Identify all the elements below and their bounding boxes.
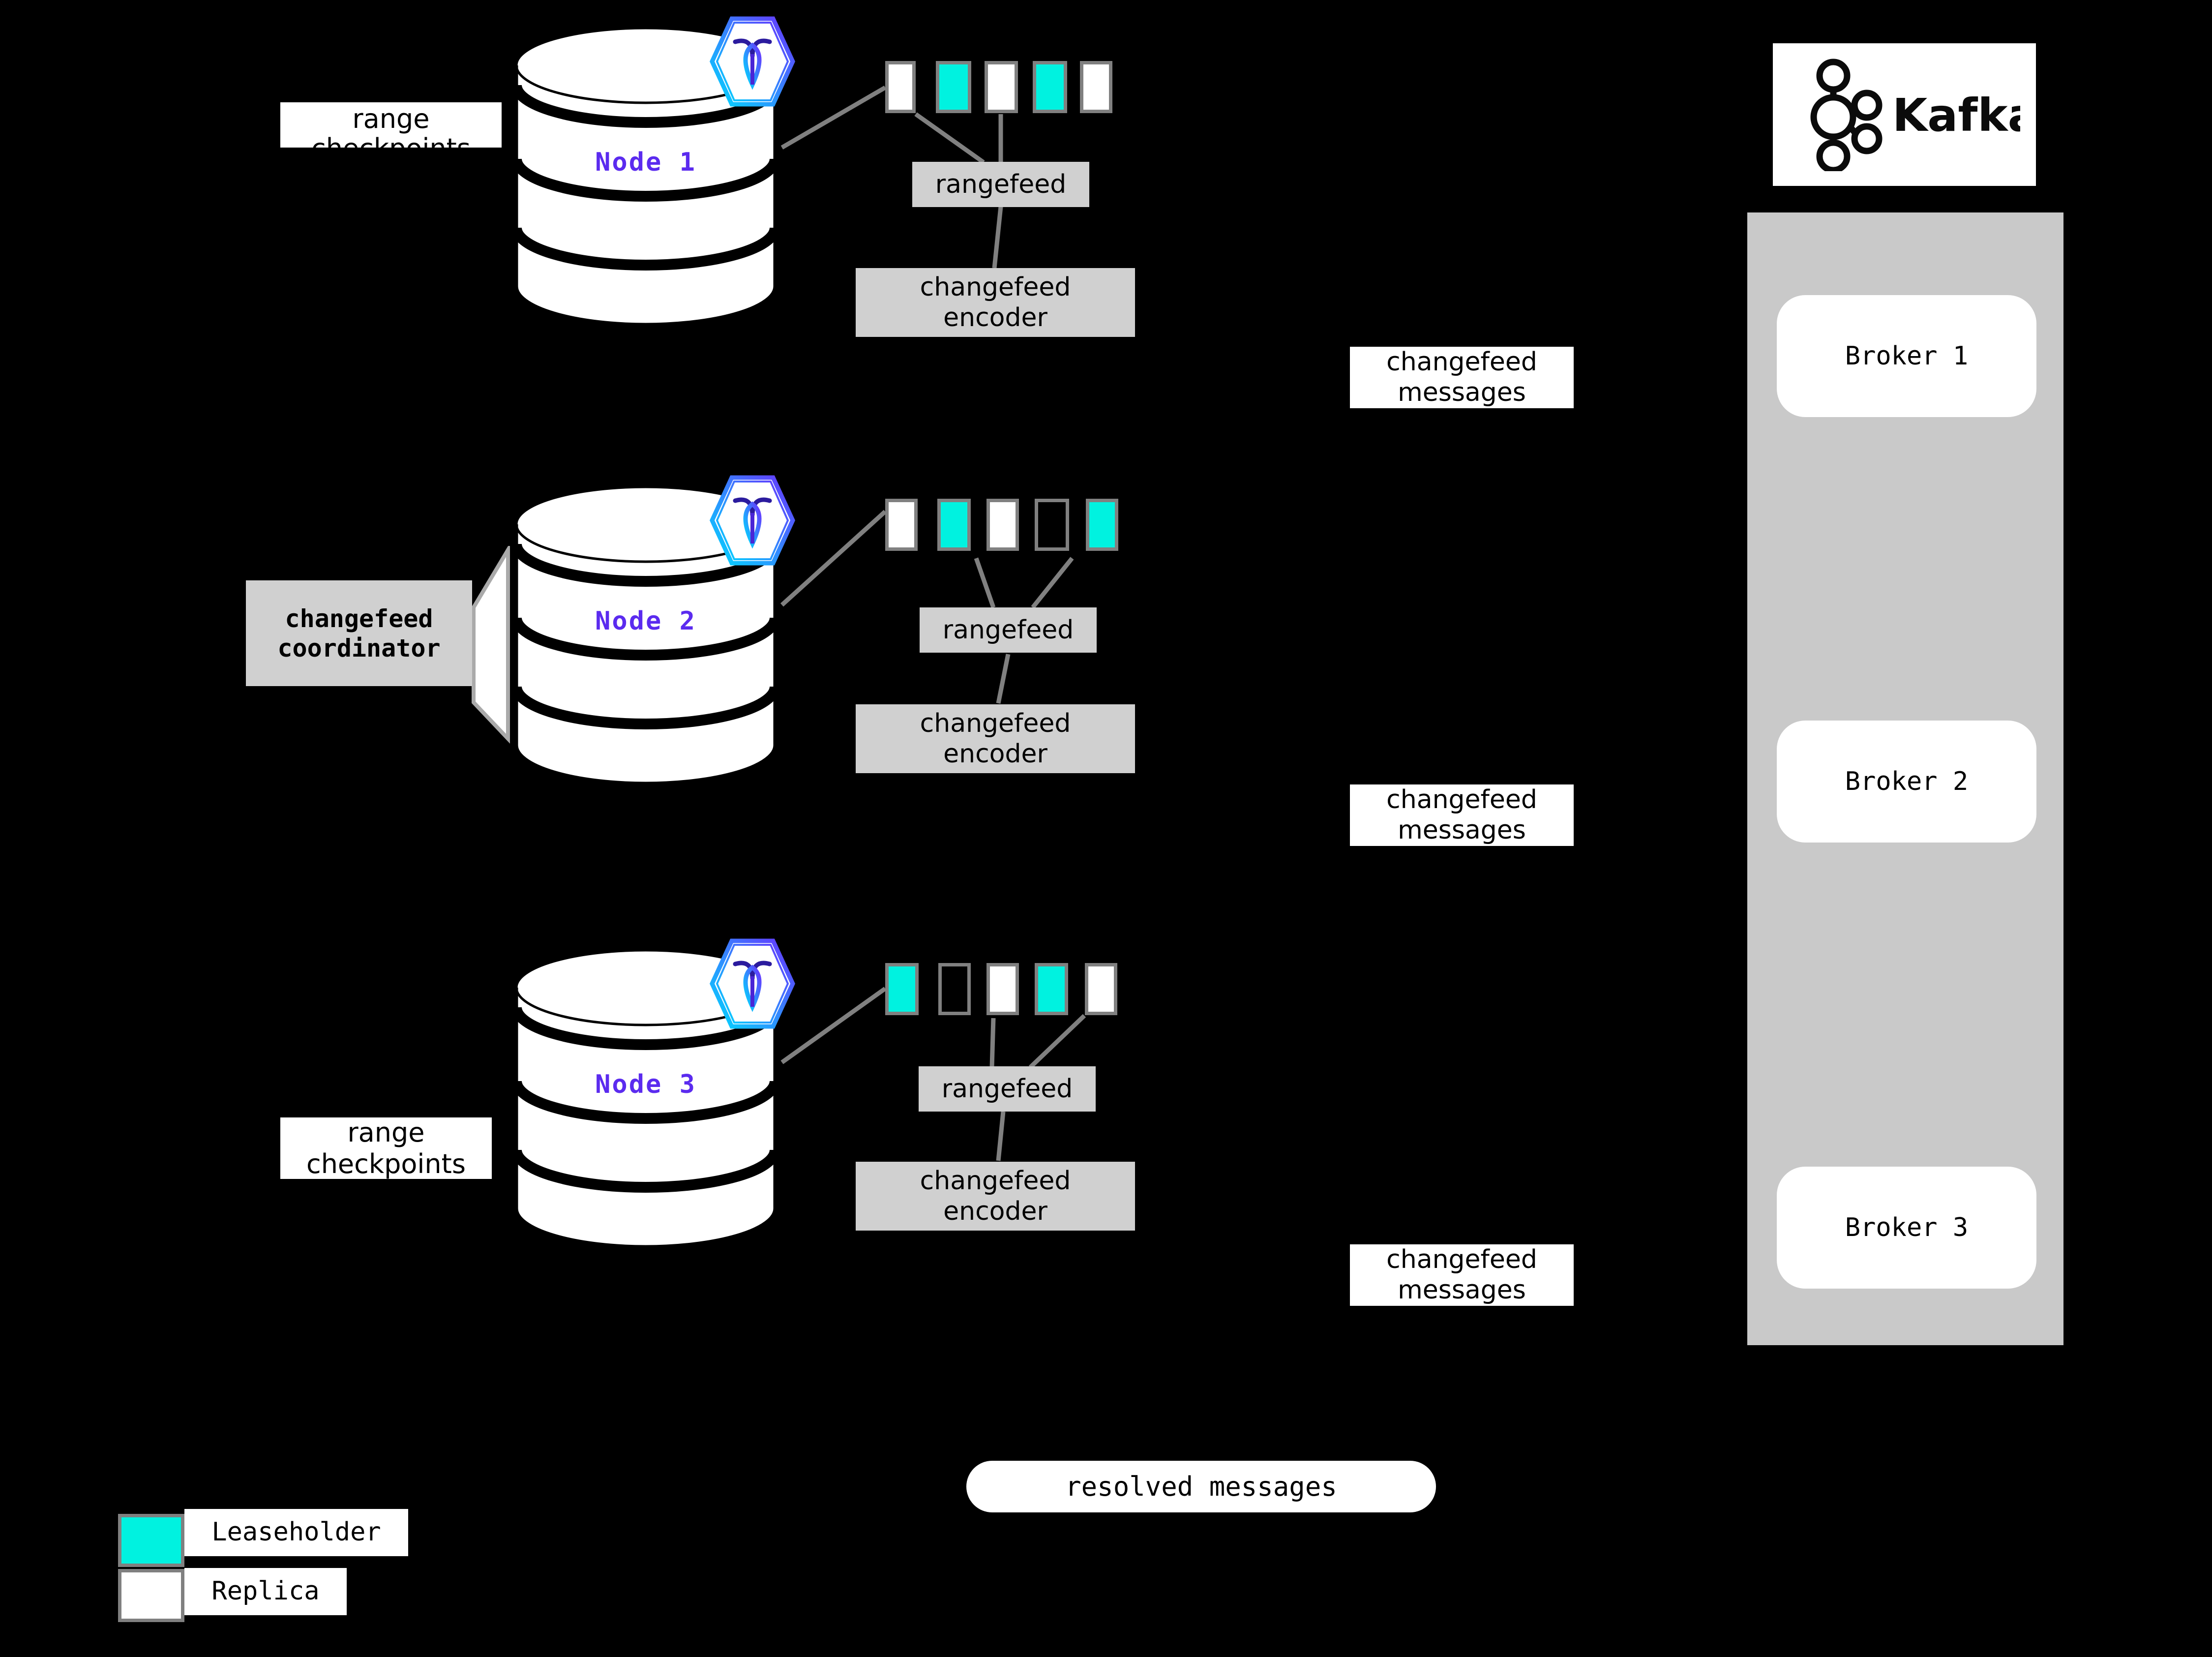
- range-box-empty: [1035, 499, 1069, 551]
- range-box-leaseholder: [1035, 963, 1068, 1015]
- kafka-wordmark: Kafka: [1892, 89, 2020, 142]
- broker-label: Broker 3: [1845, 1213, 1969, 1242]
- resolved-messages-pill: resolved messages: [966, 1461, 1436, 1512]
- changefeed-coordinator-box: changefeed coordinator: [246, 580, 472, 686]
- cockroachdb-logo-icon: [708, 15, 797, 108]
- node-1-label: Node 1: [595, 148, 696, 177]
- range-box-replica: [885, 61, 916, 113]
- messages-line1: changefeed: [1386, 1245, 1537, 1275]
- node-3-rangefeed-box: rangefeed: [919, 1066, 1096, 1112]
- broker-label: Broker 1: [1845, 341, 1969, 371]
- range-box-leaseholder: [937, 499, 971, 551]
- node-3-changefeed-encoder-box: changefeed encoder: [856, 1162, 1135, 1231]
- changefeed-coordinator-pointer: [472, 546, 510, 744]
- broker-label: Broker 2: [1845, 767, 1969, 796]
- broker-3-box[interactable]: Broker 3: [1777, 1167, 2036, 1289]
- range-box-replica: [986, 963, 1019, 1015]
- node-3-range-checkpoints-label: range checkpoints: [280, 1117, 492, 1179]
- range-box-leaseholder: [885, 963, 919, 1015]
- range-box-empty: [938, 963, 971, 1015]
- encoder-label-line1: changefeed: [920, 708, 1071, 738]
- legend-swatch-replica: [118, 1569, 184, 1622]
- legend-label-leaseholder: Leaseholder: [184, 1509, 408, 1556]
- rangefeed-label: rangefeed: [942, 615, 1074, 645]
- messages-line1: changefeed: [1386, 785, 1537, 815]
- range-box-leaseholder: [1033, 61, 1067, 113]
- rangefeed-label: rangefeed: [935, 169, 1067, 199]
- node-2-changefeed-encoder-box: changefeed encoder: [856, 704, 1135, 773]
- node-3-changefeed-messages-label: changefeed messages: [1350, 1244, 1574, 1306]
- label-line2: checkpoints: [280, 133, 502, 148]
- encoder-label-line2: encoder: [943, 303, 1047, 332]
- range-box-replica: [885, 499, 918, 551]
- node-2-label: Node 2: [595, 606, 696, 636]
- label-line1: range: [352, 103, 430, 134]
- encoder-label-line1: changefeed: [920, 272, 1071, 302]
- range-box-replica: [1085, 963, 1117, 1015]
- range-box-leaseholder: [1086, 499, 1118, 551]
- coordinator-line1: changefeed: [285, 604, 433, 633]
- node-1-range-checkpoints-label: range checkpoints: [280, 102, 502, 148]
- broker-2-box[interactable]: Broker 2: [1777, 721, 2036, 843]
- encoder-label-line2: encoder: [943, 1197, 1047, 1226]
- resolved-messages-label: resolved messages: [1065, 1471, 1337, 1502]
- legend-label-replica: Replica: [184, 1568, 347, 1615]
- legend-swatch-leaseholder: [118, 1514, 184, 1567]
- messages-line2: messages: [1398, 377, 1526, 407]
- node-1-rangefeed-box: rangefeed: [912, 162, 1089, 207]
- range-box-replica: [985, 61, 1018, 113]
- coordinator-line2: coordinator: [277, 633, 441, 663]
- range-box-replica: [1080, 61, 1112, 113]
- encoder-label-line2: encoder: [943, 739, 1047, 769]
- rangefeed-label: rangefeed: [941, 1074, 1073, 1104]
- node-1-changefeed-messages-label: changefeed messages: [1350, 347, 1574, 408]
- label-line2: checkpoints: [306, 1148, 466, 1179]
- broker-1-box[interactable]: Broker 1: [1777, 295, 2036, 417]
- node-3-label: Node 3: [595, 1070, 696, 1099]
- messages-line2: messages: [1398, 815, 1526, 845]
- encoder-label-line1: changefeed: [920, 1166, 1071, 1196]
- range-box-replica: [986, 499, 1019, 551]
- messages-line2: messages: [1398, 1275, 1526, 1305]
- cockroachdb-logo-icon: [708, 937, 797, 1030]
- cockroachdb-logo-icon: [708, 474, 797, 567]
- label-line1: range: [347, 1117, 425, 1148]
- node-3-cylinder: Node 3: [515, 949, 776, 1247]
- node-2-rangefeed-box: rangefeed: [920, 607, 1097, 653]
- node-2-changefeed-messages-label: changefeed messages: [1350, 784, 1574, 846]
- legend-text: Leaseholder: [211, 1517, 381, 1547]
- node-1-cylinder: Node 1: [515, 27, 776, 325]
- legend-text: Replica: [211, 1576, 320, 1606]
- range-box-leaseholder: [936, 61, 971, 113]
- node-1-changefeed-encoder-box: changefeed encoder: [856, 268, 1135, 337]
- kafka-logo: Kafka: [1773, 43, 2036, 186]
- messages-line1: changefeed: [1386, 347, 1537, 377]
